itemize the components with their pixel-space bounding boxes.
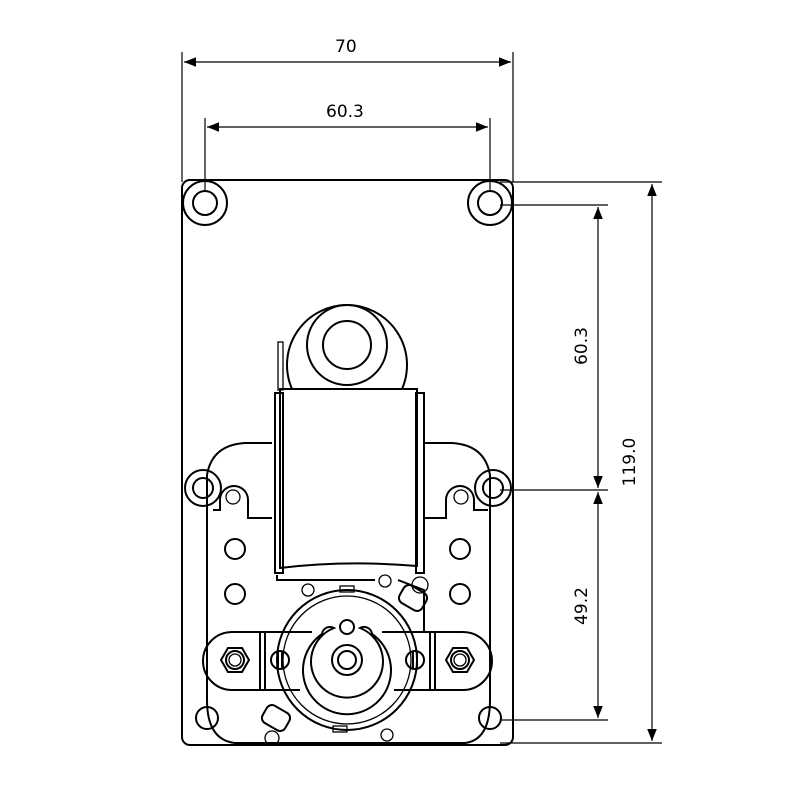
dimension-vertical-extensions xyxy=(500,181,662,744)
dimension-label-hole-spacing-vertical-bottom: 49.2 xyxy=(572,587,592,625)
dimension-label-hole-spacing-horizontal: 60.3 xyxy=(326,102,364,122)
dimension-hole-spacing-60-3 xyxy=(204,118,491,190)
gear-disc xyxy=(276,585,418,733)
hex-nut-left xyxy=(219,647,251,673)
output-shaft xyxy=(331,644,363,676)
rotor-cap xyxy=(277,304,408,391)
dimension-label-hole-spacing-vertical-top: 60.3 xyxy=(572,327,592,365)
screw-right xyxy=(405,650,425,670)
wire-terminal-top xyxy=(378,574,429,612)
wire-terminal-bottom xyxy=(260,704,292,746)
dimension-label-overall-height: 119.0 xyxy=(620,437,640,487)
dimension-label-overall-width: 70 xyxy=(335,37,357,57)
hex-nut-right xyxy=(444,647,476,673)
mounting-bracket xyxy=(202,631,493,691)
dimension-width-70 xyxy=(181,52,514,182)
base-plate xyxy=(181,179,514,746)
gearbox-housing xyxy=(184,442,512,744)
motor-coil xyxy=(274,388,425,632)
screw-left xyxy=(270,650,290,670)
